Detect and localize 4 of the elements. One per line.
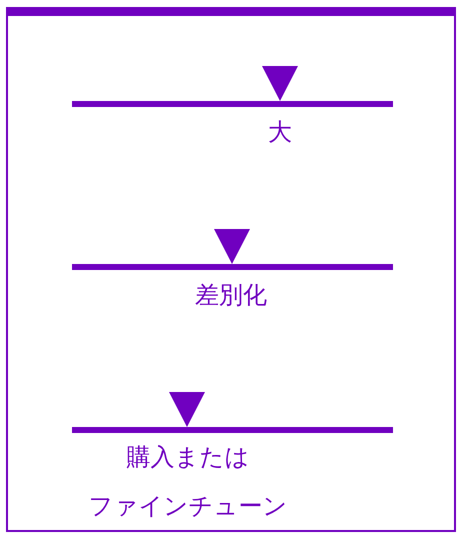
scale-label: 購入または — [126, 442, 250, 473]
scale-label: 大 — [268, 117, 292, 148]
scale-label: ファインチューン — [88, 491, 288, 522]
scale-label: 差別化 — [195, 280, 267, 311]
